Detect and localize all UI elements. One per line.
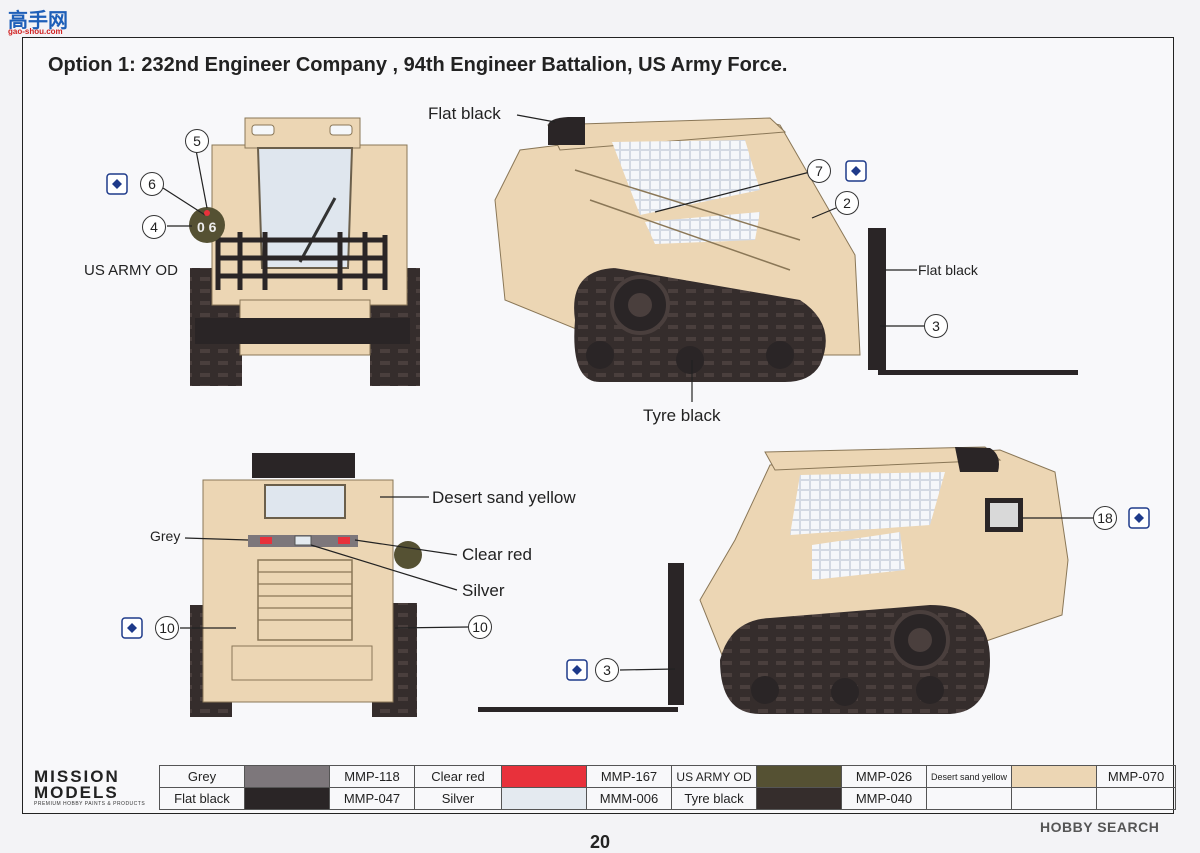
label-clear-red: Clear red bbox=[462, 545, 532, 564]
label-tyre-black: Tyre black bbox=[643, 406, 721, 425]
label-silver: Silver bbox=[462, 581, 505, 600]
rear-roof-black bbox=[252, 453, 355, 478]
palette-code: MMP-040 bbox=[841, 787, 927, 810]
side-roof-black bbox=[548, 117, 585, 145]
decal-icon bbox=[121, 617, 143, 639]
page-number: 20 bbox=[590, 832, 611, 852]
palette-swatch bbox=[501, 765, 587, 788]
rear-view bbox=[180, 453, 469, 717]
palette-name bbox=[925, 787, 1013, 810]
decal-number-18: 18 bbox=[1093, 506, 1117, 530]
front-od-marking bbox=[189, 207, 225, 243]
palette-name: US ARMY OD bbox=[671, 765, 757, 788]
palette-name: Clear red bbox=[414, 765, 502, 788]
palette-code: MMP-167 bbox=[586, 765, 672, 788]
side-fork-frame bbox=[868, 228, 886, 370]
palette-code: MMP-047 bbox=[329, 787, 415, 810]
decal-number-6: 6 bbox=[140, 172, 164, 196]
watermark-bottom: HOBBY SEARCH bbox=[1040, 819, 1160, 835]
label-us-army-od: US ARMY OD bbox=[84, 262, 178, 279]
palette-swatch bbox=[244, 787, 330, 810]
palette-swatch bbox=[244, 765, 330, 788]
decal-number-3-bottom: 3 bbox=[595, 658, 619, 682]
watermark-top: 高手网 gao-shou.com bbox=[8, 4, 68, 36]
palette-code: MMP-026 bbox=[841, 765, 927, 788]
front-view: 0 6 bbox=[162, 117, 420, 386]
palette-row: Flat black MMP-047 Silver MMM-006 Tyre b… bbox=[159, 787, 1177, 810]
palette-swatch bbox=[1011, 787, 1098, 810]
label-desert-sand-yellow: Desert sand yellow bbox=[432, 488, 576, 507]
palette-name: Silver bbox=[414, 787, 502, 810]
front-guard-cage bbox=[218, 237, 385, 279]
side-fork-tine bbox=[878, 370, 1078, 375]
side2-fork-tine bbox=[478, 707, 678, 712]
decal-number-3-top: 3 bbox=[924, 314, 948, 338]
palette-name: Flat black bbox=[159, 787, 245, 810]
side-view-right bbox=[494, 114, 1078, 402]
watermark-top-url: gao-shou.com bbox=[8, 27, 63, 36]
palette-name: Grey bbox=[159, 765, 245, 788]
palette-name: Tyre black bbox=[671, 787, 757, 810]
decal-number-10-right: 10 bbox=[468, 615, 492, 639]
od-marking-text: 0 6 bbox=[197, 219, 217, 235]
palette-swatch bbox=[756, 787, 842, 810]
decal-number-2: 2 bbox=[835, 191, 859, 215]
logo-line-1: MISSION bbox=[34, 767, 120, 786]
decal-number-10-left: 10 bbox=[155, 616, 179, 640]
decal-icon bbox=[566, 659, 588, 681]
decal-icon bbox=[1128, 507, 1150, 529]
side-view-left bbox=[478, 446, 1093, 714]
palette-code: MMP-070 bbox=[1096, 765, 1177, 788]
palette-code: MMP-118 bbox=[329, 765, 415, 788]
side-cab-grill bbox=[612, 140, 760, 215]
decal-number-7: 7 bbox=[807, 159, 831, 183]
decal-number-4: 4 bbox=[142, 215, 166, 239]
label-flat-black-fork: Flat black bbox=[918, 262, 978, 278]
paint-palette-table: Grey MMP-118 Clear red MMP-167 US ARMY O… bbox=[159, 765, 1177, 810]
side2-fork-frame bbox=[668, 563, 684, 705]
logo-tagline: PREMIUM HOBBY PAINTS & PRODUCTS bbox=[34, 801, 146, 807]
watermark-top-text: 高手网 bbox=[8, 10, 68, 32]
label-flat-black-roof: Flat black bbox=[428, 104, 501, 123]
palette-name: Desert sand yellow bbox=[925, 765, 1013, 788]
palette-code: MMM-006 bbox=[586, 787, 672, 810]
palette-swatch bbox=[501, 787, 587, 810]
logo-line-2: MODELS bbox=[34, 783, 119, 802]
decal-number-5: 5 bbox=[185, 129, 209, 153]
decal-icon bbox=[106, 173, 128, 195]
label-grey: Grey bbox=[150, 528, 181, 544]
mission-models-logo: MISSION MODELS PREMIUM HOBBY PAINTS & PR… bbox=[34, 767, 146, 807]
palette-swatch bbox=[1011, 765, 1098, 788]
decal-icon bbox=[845, 160, 867, 182]
palette-swatch bbox=[756, 765, 842, 788]
page-title: Option 1: 232nd Engineer Company , 94th … bbox=[48, 54, 788, 76]
palette-code bbox=[1096, 787, 1177, 810]
palette-row: Grey MMP-118 Clear red MMP-167 US ARMY O… bbox=[159, 765, 1177, 788]
side2-cab-grill bbox=[790, 472, 945, 535]
